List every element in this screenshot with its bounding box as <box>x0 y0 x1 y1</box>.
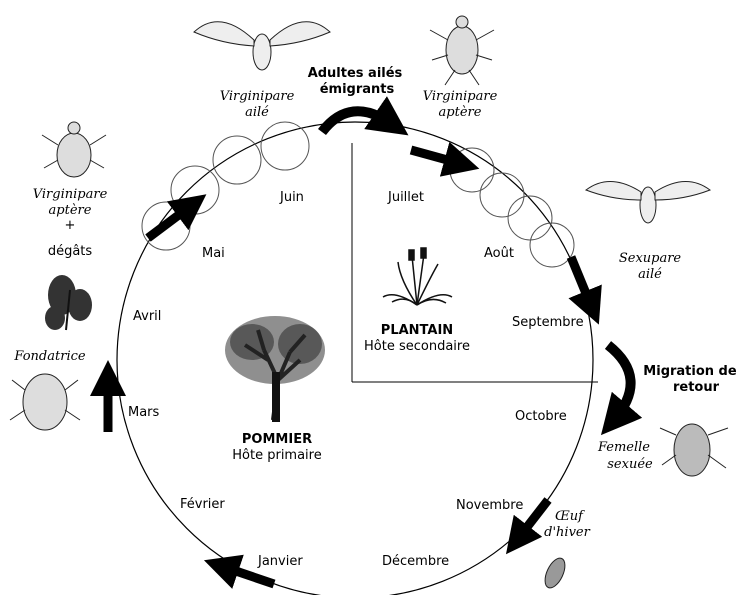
sexual-female-icon <box>660 424 728 476</box>
damaged-leaves-icon <box>45 275 92 330</box>
label-adultes-ailes-emigrants-1: Adultes ailés <box>308 66 403 81</box>
month-octobre: Octobre <box>515 409 567 424</box>
label-virginipare-aptere-spring-2: aptère <box>49 203 92 218</box>
secondary-host-role: Hôte secondaire <box>364 339 470 354</box>
label-virginipare-aptere-spring-1: Virginipare <box>33 187 108 202</box>
month-avril: Avril <box>133 309 161 324</box>
month-fevrier: Février <box>180 497 225 512</box>
month-janvier: Janvier <box>257 554 303 569</box>
label-sexupare-aile-2: ailé <box>638 267 662 282</box>
apple-tree-icon <box>225 316 325 422</box>
month-novembre: Novembre <box>456 498 523 513</box>
cycle-arrows <box>108 150 592 584</box>
label-virginipare-aile-1: Virginipare <box>220 89 295 104</box>
generation-loops-spring <box>142 122 309 250</box>
label-virginipare-aptere-summer-1: Virginipare <box>423 89 498 104</box>
label-oeuf-hiver-1: Œuf <box>555 509 585 524</box>
winged-sexupara-icon <box>586 181 710 223</box>
plantain-icon <box>383 248 452 305</box>
label-femelle-sexuee-1: Femelle <box>597 440 650 455</box>
label-femelle-sexuee-2: sexuée <box>607 457 653 472</box>
label-virginipare-aptere-summer-2: aptère <box>439 105 482 120</box>
secondary-host-name: PLANTAIN <box>381 323 453 338</box>
wingless-virginipara-spring-icon <box>42 122 106 177</box>
month-mars: Mars <box>128 405 160 420</box>
month-septembre: Septembre <box>512 315 584 330</box>
label-oeuf-hiver-2: d'hiver <box>544 525 590 540</box>
label-virginipare-aptere-spring-4: dégâts <box>48 244 93 259</box>
month-aout: Août <box>484 246 514 261</box>
return-migration-arrow <box>608 345 631 420</box>
label-fondatrice: Fondatrice <box>13 349 85 364</box>
fundatrix-icon <box>10 374 80 430</box>
winged-virginipara-icon <box>194 22 330 70</box>
cycle-circle <box>117 122 593 595</box>
winter-egg-icon <box>541 555 569 591</box>
month-juin: Juin <box>279 190 304 205</box>
wingless-virginipara-summer-icon <box>430 16 494 85</box>
label-migration-retour-1: Migration de <box>643 364 736 379</box>
month-decembre: Décembre <box>382 554 449 569</box>
arrow-september <box>571 257 592 308</box>
label-virginipare-aptere-spring-3: + <box>65 218 76 233</box>
primary-host-name: POMMIER <box>242 432 312 447</box>
label-adultes-ailes-emigrants-2: émigrants <box>320 82 395 97</box>
label-migration-retour-2: retour <box>673 380 720 395</box>
month-mai: Mai <box>202 246 225 261</box>
label-sexupare-aile-1: Sexupare <box>619 251 682 266</box>
label-virginipare-aile-2: ailé <box>245 105 269 120</box>
month-juillet: Juillet <box>387 190 424 205</box>
primary-host-role: Hôte primaire <box>232 448 321 463</box>
